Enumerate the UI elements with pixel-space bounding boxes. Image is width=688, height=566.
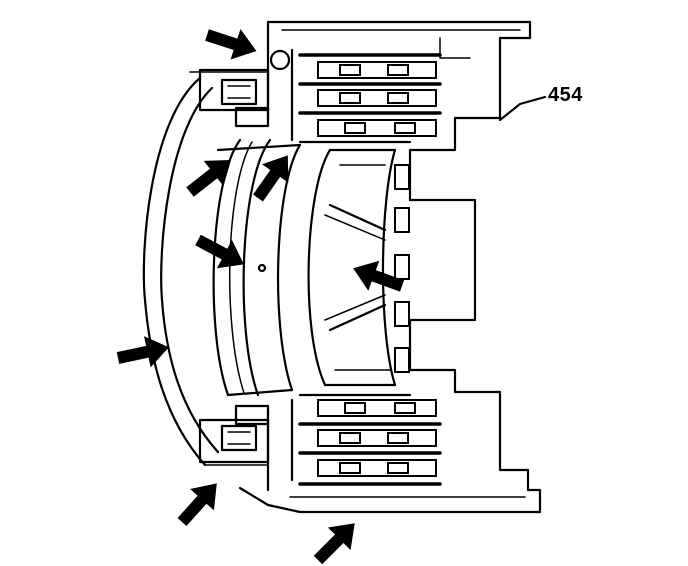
indicator-arrows <box>116 29 405 565</box>
arrow-3 <box>253 155 289 202</box>
arrow-7 <box>177 483 217 527</box>
arrow-4 <box>195 234 244 269</box>
arrow-2 <box>186 159 231 197</box>
callout-label-454: 454 <box>548 84 583 106</box>
arrow-5 <box>353 260 405 292</box>
clutch-plates-top <box>298 53 442 144</box>
arrow-1 <box>205 29 257 60</box>
inner-spline-drum <box>307 148 410 387</box>
piston-housing <box>142 49 291 467</box>
callout-leader-454 <box>498 95 547 122</box>
clutch-plates-bottom <box>298 393 442 486</box>
arrow-6 <box>116 336 169 368</box>
arrow-8 <box>313 523 355 565</box>
